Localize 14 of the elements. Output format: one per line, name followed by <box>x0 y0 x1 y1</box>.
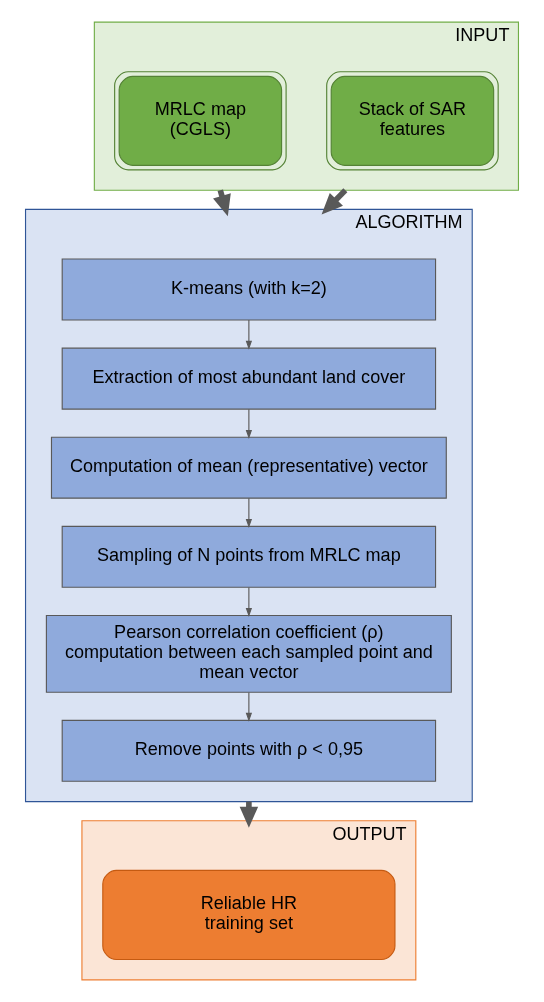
arrow <box>245 586 253 617</box>
node-box: K-means (with k=2) <box>61 258 437 321</box>
node-box: Extraction of most abundant land cover <box>61 347 437 410</box>
node-box: Reliable HR training set <box>102 869 396 961</box>
arrow <box>245 691 253 722</box>
arrow <box>245 319 253 350</box>
node-box: Pearson correlation coefficient (ρ) computation between each sampled point and mean vector <box>45 614 452 693</box>
node-box: Computation of mean (representative) vector <box>50 436 447 499</box>
arrow <box>245 408 253 439</box>
node-box: Stack of SAR features <box>326 71 499 171</box>
node-box: MRLC map (CGLS) <box>114 71 287 171</box>
node-box: Sampling of N points from MRLC map <box>61 525 437 588</box>
arrow <box>245 497 253 529</box>
node-box: Remove points with ρ < 0,95 <box>61 719 437 782</box>
